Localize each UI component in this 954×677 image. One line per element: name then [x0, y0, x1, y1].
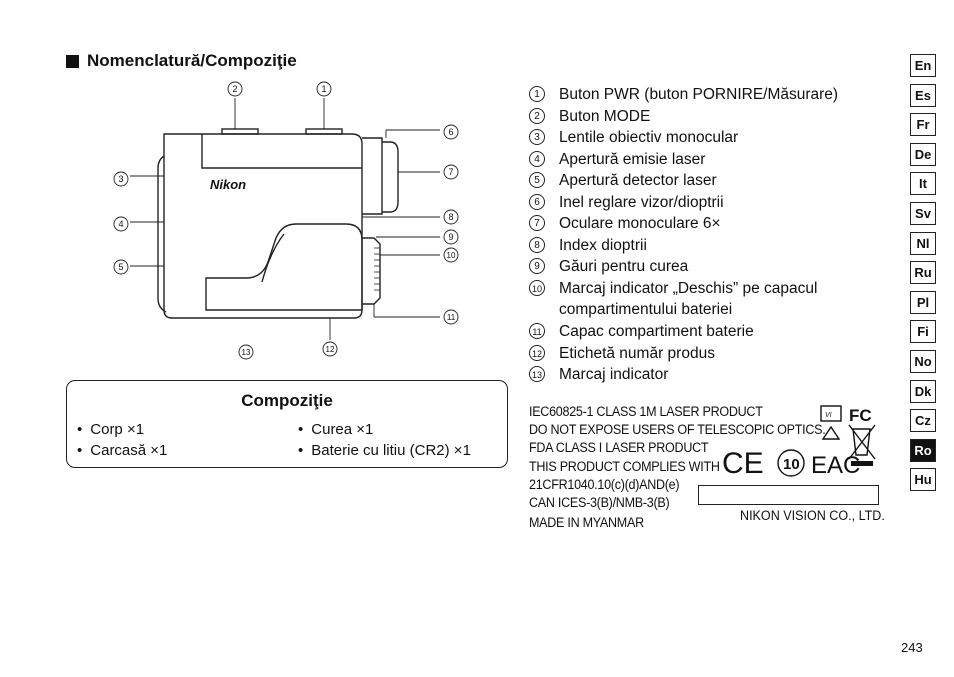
svg-text:2: 2 [232, 84, 237, 94]
language-tab-ru[interactable]: Ru [910, 261, 936, 285]
device-body [163, 133, 363, 319]
page-number: 243 [901, 640, 923, 655]
mode-button-shape [221, 128, 259, 135]
language-tab-dk[interactable]: Dk [910, 379, 936, 403]
serial-number-box [698, 485, 879, 505]
callout-13: 13 [238, 344, 254, 360]
recycle-mark-icon [821, 425, 841, 440]
svg-text:13: 13 [242, 348, 251, 357]
svg-text:10: 10 [783, 456, 800, 473]
weee-bin-icon [848, 424, 876, 460]
language-tabs: En Es Fr De It Sv Nl Ru Pl Fi No Dk Cz R… [910, 54, 936, 498]
language-tab-cz[interactable]: Cz [910, 409, 936, 433]
svg-text:8: 8 [448, 212, 453, 222]
composition-title: Compoziţie [241, 391, 333, 410]
battery-cap [362, 237, 381, 305]
language-tab-hu[interactable]: Hu [910, 468, 936, 492]
svg-text:6: 6 [448, 127, 453, 137]
manufacturer-name: NIKON VISION CO., LTD. [740, 508, 885, 523]
pwr-button-shape [305, 128, 343, 135]
callout-12: 12 [322, 341, 338, 357]
composition-box: Compoziţie •Corp ×1 •Curea ×1 •Carcasă ×… [66, 380, 508, 468]
grip-outline [205, 223, 363, 311]
svg-text:5: 5 [118, 262, 123, 272]
svg-text:10: 10 [447, 251, 456, 260]
weee-bar-icon [851, 461, 873, 466]
certification-marks: VI FC CE 10 EAC [722, 405, 876, 480]
section-heading: Nomenclatură/Compoziţie [66, 51, 297, 71]
product-label-text: IEC60825-1 CLASS 1M LASER PRODUCT DO NOT… [529, 404, 826, 531]
svg-text:11: 11 [447, 313, 456, 322]
eyepiece-ring [362, 137, 383, 215]
language-tab-it[interactable]: It [910, 172, 936, 196]
eyepiece-cup [382, 141, 399, 213]
callout-5: 5 [113, 259, 129, 275]
language-tab-no[interactable]: No [910, 349, 936, 373]
svg-text:1: 1 [321, 84, 326, 94]
rohs-mark-icon [777, 449, 805, 477]
square-bullet-icon [66, 54, 79, 68]
svg-text:4: 4 [118, 219, 123, 229]
language-tab-de[interactable]: De [910, 142, 936, 166]
body-top-panel [201, 134, 362, 169]
language-tab-es[interactable]: Es [910, 83, 936, 107]
language-tab-sv[interactable]: Sv [910, 201, 936, 225]
language-tab-en[interactable]: En [910, 54, 936, 77]
svg-text:VI: VI [825, 412, 832, 419]
callout-4: 4 [113, 216, 129, 232]
battery-cap-ridges [374, 247, 380, 291]
callout-11: 11 [443, 309, 459, 325]
section-title: Nomenclatură/Compoziţie [87, 51, 297, 70]
callout-1: 1 [316, 81, 332, 97]
composition-item: •Corp ×1 [77, 421, 145, 438]
svg-text:7: 7 [448, 167, 453, 177]
language-tab-ro[interactable]: Ro [910, 438, 936, 462]
callout-6: 6 [443, 124, 459, 140]
svg-text:3: 3 [118, 174, 123, 184]
callout-9: 9 [443, 229, 459, 245]
callout-7: 7 [443, 164, 459, 180]
callout-2: 2 [227, 81, 243, 97]
callout-10: 10 [443, 247, 459, 263]
rangefinder-diagram: Nikon 2 1 3 4 5 6 7 8 9 10 11 12 13 [113, 81, 459, 360]
language-tab-fr[interactable]: Fr [910, 113, 936, 137]
vi-mark-icon [820, 405, 842, 422]
callout-3: 3 [113, 171, 129, 187]
language-tab-pl[interactable]: Pl [910, 290, 936, 314]
composition-item: •Baterie cu litiu (CR2) ×1 [298, 442, 471, 459]
language-tab-nl[interactable]: Nl [910, 231, 936, 255]
ce-mark-icon: CE [722, 447, 764, 480]
composition-item: •Carcasă ×1 [77, 442, 168, 459]
brand-logo: Nikon [210, 177, 246, 192]
body-front-curve [157, 155, 167, 313]
callout-8: 8 [443, 209, 459, 225]
svg-text:12: 12 [326, 345, 335, 354]
fc-mark-icon: FC [849, 406, 872, 425]
svg-text:9: 9 [448, 232, 453, 242]
composition-item: •Curea ×1 [298, 421, 374, 438]
language-tab-fi[interactable]: Fi [910, 320, 936, 344]
